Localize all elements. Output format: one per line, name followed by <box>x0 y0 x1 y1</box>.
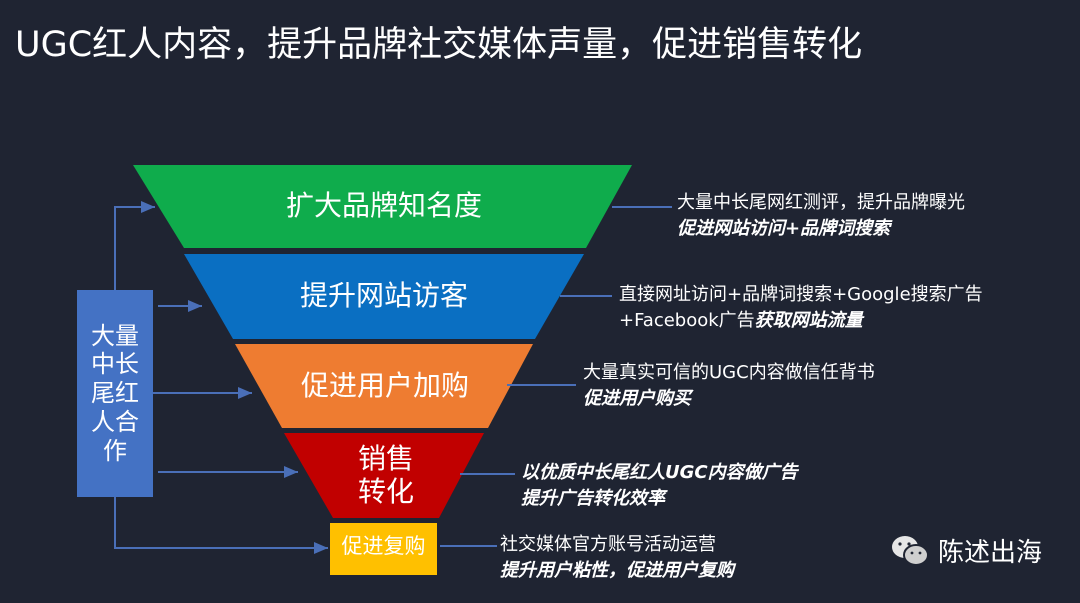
note-stage-3: 大量真实可信的UGC内容做信任背书 促进用户购买 <box>583 360 875 412</box>
note-stage-1: 大量中长尾网红测评，提升品牌曝光 促进网站访问+品牌词搜索 <box>677 190 965 242</box>
note-emphasis: 促进网站访问+品牌词搜索 <box>677 218 891 239</box>
stage-label: 销售 <box>357 442 414 476</box>
stage-label: 扩大品牌知名度 <box>285 189 482 223</box>
funnel-stage-5: 促进复购 <box>330 523 437 569</box>
brand-watermark: 陈述出海 <box>890 532 1042 569</box>
note-emphasis: 促进用户购买 <box>583 388 691 409</box>
note-emphasis: 提升用户粘性，促进用户复购 <box>500 560 734 581</box>
wechat-icon <box>892 535 929 566</box>
note-emphasis: 以优质中长尾红人UGC内容做广告 <box>521 462 798 483</box>
funnel-stage-1: 扩大品牌知名度 <box>184 165 584 248</box>
influencer-cooperation-box: 大量中长尾红人合作 <box>77 290 153 497</box>
note-stage-4: 以优质中长尾红人UGC内容做广告 提升广告转化效率 <box>521 460 798 512</box>
funnel-stage-4: 销售转化 <box>333 433 439 518</box>
note-line: +Facebook广告 <box>619 310 755 331</box>
stage-label: 促进复购 <box>341 533 426 558</box>
note-line: 大量中长尾网红测评，提升品牌曝光 <box>677 192 965 213</box>
note-emphasis: 获取网站流量 <box>754 310 863 331</box>
note-stage-2: 直接网址访问+品牌词搜索+Google搜索广告 +Facebook广告获取网站流… <box>619 282 983 334</box>
stage-label: 促进用户加购 <box>300 368 469 402</box>
stage-label: 转化 <box>357 474 414 508</box>
note-emphasis: 提升广告转化效率 <box>521 488 665 509</box>
left-box-label: 大量中长尾红人合作 <box>91 321 139 465</box>
note-line: 社交媒体官方账号活动运营 <box>500 534 716 555</box>
note-line: 直接网址访问+品牌词搜索+Google搜索广告 <box>619 284 983 305</box>
brand-name: 陈述出海 <box>938 538 1043 568</box>
funnel-stage-1-shape <box>133 165 632 248</box>
stage-label: 提升网站访客 <box>299 279 468 313</box>
funnel-stage-3-shape <box>235 344 533 428</box>
connector-left-bottom <box>114 497 328 554</box>
note-stage-5: 社交媒体官方账号活动运营 提升用户粘性，促进用户复购 <box>500 532 734 584</box>
funnel-stage-2: 提升网站访客 <box>233 254 535 339</box>
funnel-stage-5-shape <box>330 523 437 575</box>
connector-left-trunk <box>114 201 155 290</box>
funnel-stage-3: 促进用户加购 <box>282 344 488 428</box>
funnel-stage-4-shape <box>284 433 484 518</box>
page-title: UGC红人内容，提升品牌社交媒体声量，促进销售转化 <box>15 25 863 65</box>
note-line: 大量真实可信的UGC内容做信任背书 <box>583 362 875 383</box>
funnel-stage-2-shape <box>184 254 584 339</box>
